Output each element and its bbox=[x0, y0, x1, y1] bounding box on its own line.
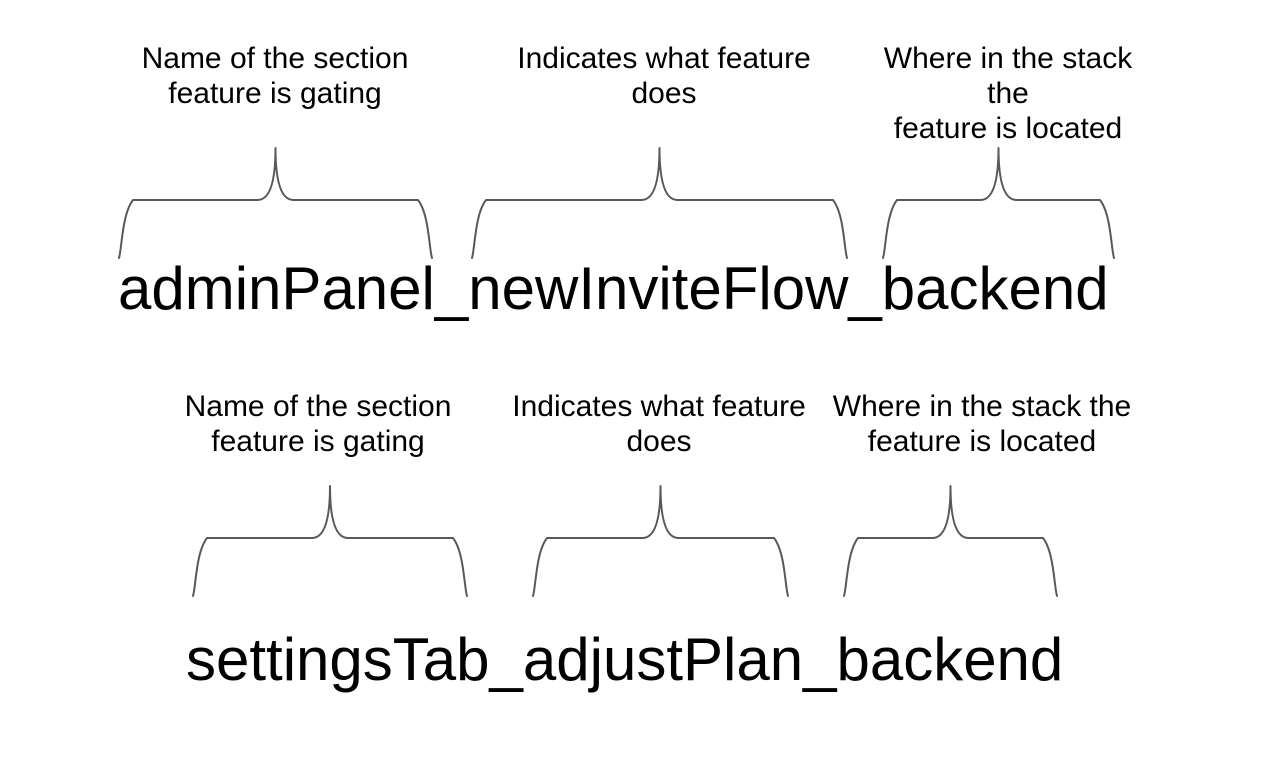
callout-label-section: Name of the section feature is gating bbox=[141, 42, 409, 110]
curly-brace-icon bbox=[532, 485, 789, 597]
curly-brace-icon bbox=[192, 485, 468, 597]
feature-flag-name: adminPanel_newInviteFlow_backend bbox=[118, 255, 1109, 322]
curly-brace-icon bbox=[843, 485, 1058, 597]
callout-label-feature: Indicates what feature does bbox=[512, 390, 806, 458]
callout-label-section: Name of the section feature is gating bbox=[184, 390, 452, 458]
curly-brace-icon bbox=[471, 147, 848, 259]
callout-label-feature: Indicates what feature does bbox=[517, 42, 811, 110]
curly-brace-icon bbox=[882, 147, 1115, 259]
curly-brace-icon bbox=[118, 147, 433, 259]
callout-label-stack: Where in the stack the feature is locate… bbox=[883, 42, 1133, 145]
feature-flag-name: settingsTab_adjustPlan_backend bbox=[186, 626, 1064, 693]
callout-label-stack: Where in the stack the feature is locate… bbox=[832, 390, 1132, 458]
